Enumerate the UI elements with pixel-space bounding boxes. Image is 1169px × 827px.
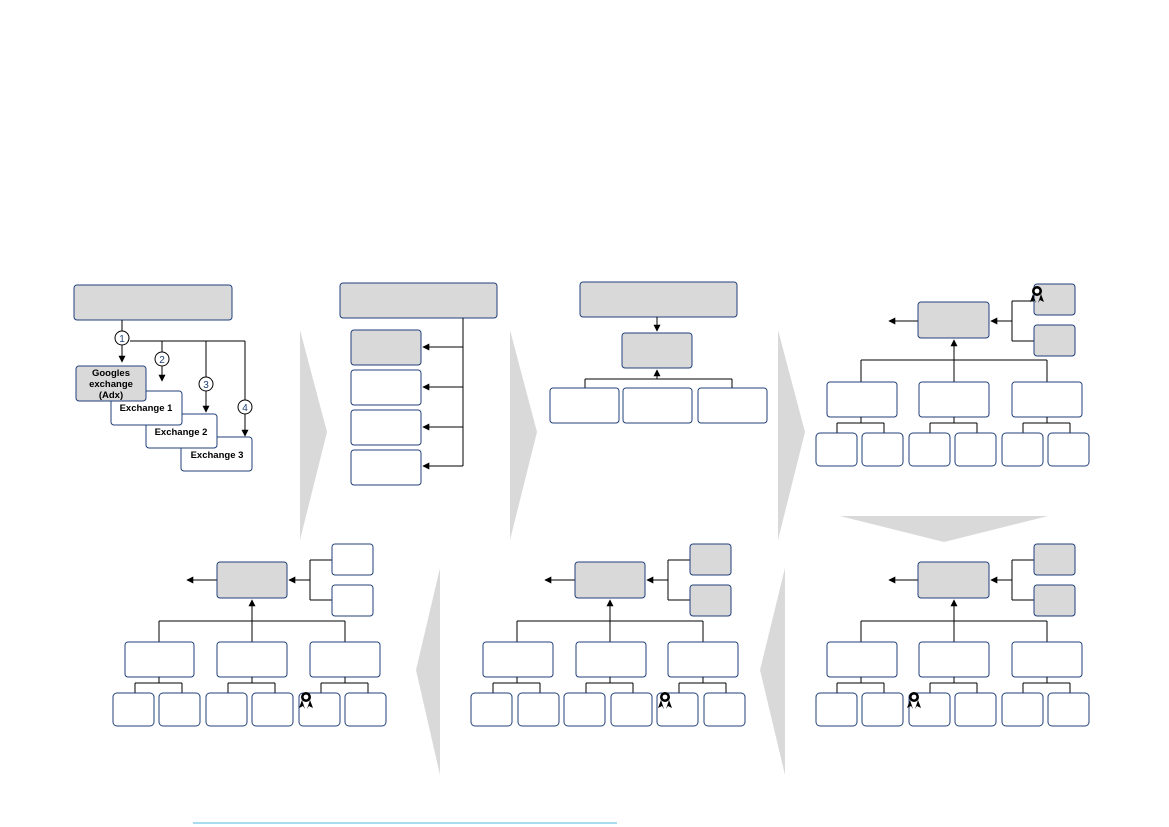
- bidder-leaf-box: [861, 692, 904, 727]
- publisher-box: [73, 284, 233, 321]
- exchange-box: [697, 387, 768, 424]
- bidder-leaf-box: [1001, 692, 1044, 727]
- bidder-leaf-box: [908, 432, 951, 467]
- bidder-leaf-box: [1047, 692, 1090, 727]
- exchange-box: [482, 641, 554, 678]
- bidder-leaf-box: [861, 432, 904, 467]
- bidder-leaf-box: [815, 692, 858, 727]
- exchange-box: [667, 641, 739, 678]
- bidder-leaf-box: [158, 692, 201, 727]
- exchange-box: [1011, 641, 1083, 678]
- bidder-leaf-box: [563, 692, 606, 727]
- bidder-leaf-box: [1047, 432, 1090, 467]
- winner-box: [689, 584, 732, 617]
- flow-chevron-down: [840, 516, 1048, 542]
- auction-box: [917, 561, 990, 599]
- winner-box: [1033, 324, 1076, 357]
- adx-label-line1: Googles: [92, 368, 130, 379]
- bidder-leaf-box: [610, 692, 653, 727]
- bidder-leaf-box: [908, 692, 951, 727]
- bidder-leaf-box: [1001, 432, 1044, 467]
- bidder-leaf-box: [344, 692, 387, 727]
- panel-tree-top-right: [815, 283, 1090, 467]
- panel-aggregation: [549, 281, 768, 424]
- adx-label-line2: exchange: [89, 379, 133, 390]
- bidder-box: [350, 329, 422, 366]
- panel-waterfall: 1 2 3 4 Exchange 3 Exchange 2 Exchange 1…: [73, 284, 253, 472]
- exchange-1-label: Exchange 1: [120, 403, 174, 414]
- bidder-box: [350, 449, 422, 486]
- exchange-box: [575, 641, 647, 678]
- panel-tree-bottom-left: [112, 543, 387, 727]
- panel-tree-bottom-right: [815, 543, 1090, 727]
- winner-box: [331, 543, 374, 576]
- winner-box: [331, 584, 374, 617]
- adx-label-line3: (Adx): [99, 390, 123, 401]
- auction-box: [917, 301, 990, 339]
- publisher-box: [579, 281, 738, 318]
- auction-box: [216, 561, 288, 599]
- bidder-leaf-box: [251, 692, 294, 727]
- bidder-box: [350, 369, 422, 406]
- panel-parallel: [339, 282, 498, 486]
- step-3: 3: [203, 380, 209, 391]
- exchange-box: [1011, 381, 1083, 418]
- flow-chevron-back-1: [760, 568, 785, 775]
- winner-box: [1033, 543, 1076, 576]
- bidder-box: [350, 409, 422, 446]
- bidder-leaf-box: [205, 692, 248, 727]
- exchange-box: [918, 381, 990, 418]
- bidder-leaf-box: [298, 692, 341, 727]
- exchange-3-label: Exchange 3: [191, 450, 244, 461]
- flow-chevron-2: [510, 330, 537, 540]
- exchange-box: [216, 641, 288, 678]
- flow-chevron-back-2: [416, 568, 440, 775]
- publisher-box: [339, 282, 498, 319]
- auction-box: [574, 561, 646, 599]
- bidder-leaf-box: [703, 692, 746, 727]
- step-4: 4: [242, 403, 248, 414]
- panel-tree-bottom-middle: [470, 543, 746, 727]
- bidder-leaf-box: [954, 692, 997, 727]
- leaf-connectors: [836, 417, 1071, 433]
- bidder-leaf-box: [470, 692, 513, 727]
- exchange-2-label: Exchange 2: [155, 427, 208, 438]
- flow-chevron-3: [778, 330, 805, 540]
- exchange-box: [826, 381, 898, 418]
- bidder-leaf-box: [112, 692, 155, 727]
- adx-box: [75, 365, 147, 402]
- exchange-box: [309, 641, 381, 678]
- flow-chevron-1: [300, 330, 327, 540]
- exchange-box: [124, 641, 195, 678]
- exchange-box: [622, 387, 693, 424]
- bidder-leaf-box: [517, 692, 560, 727]
- bidder-leaf-box: [815, 432, 858, 467]
- exchange-box: [826, 641, 898, 678]
- step-2: 2: [159, 355, 165, 366]
- exchange-box: [918, 641, 990, 678]
- exchange-box: [549, 387, 620, 424]
- bidder-leaf-box: [954, 432, 997, 467]
- hub-box: [621, 332, 693, 369]
- step-1: 1: [119, 334, 125, 345]
- winner-box: [689, 543, 732, 576]
- winner-box: [1033, 584, 1076, 617]
